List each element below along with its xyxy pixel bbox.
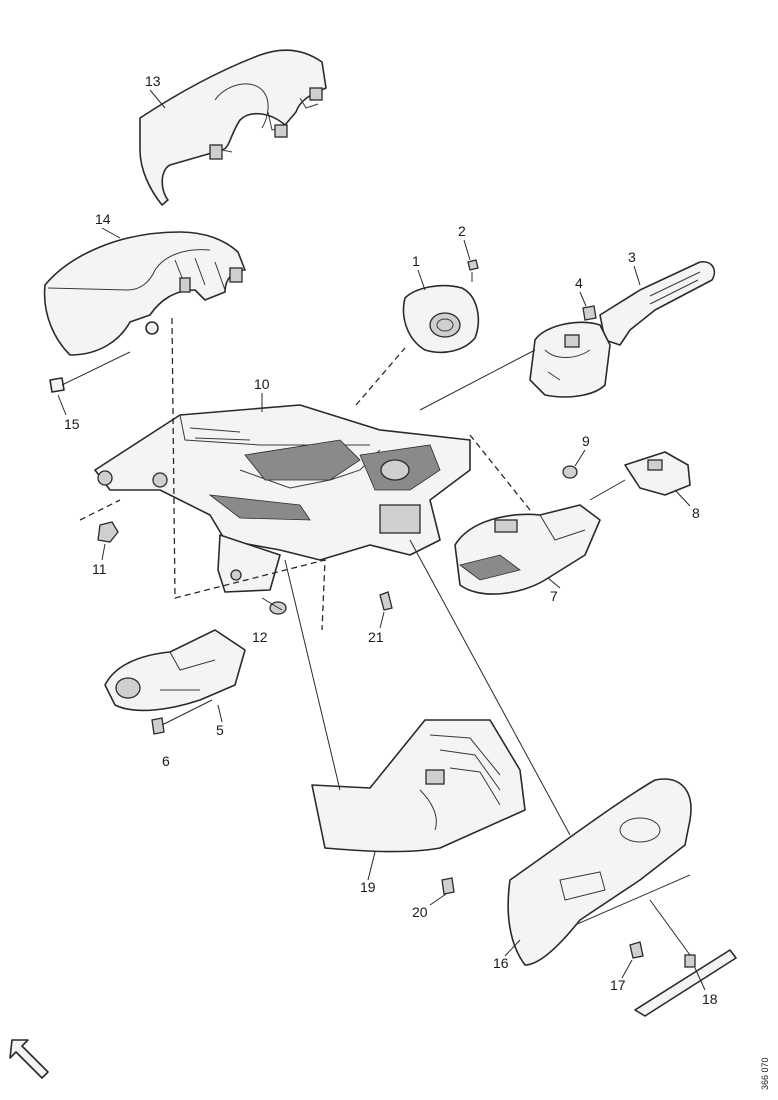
screw-part-15 bbox=[49, 351, 131, 393]
callout-17: 17 bbox=[610, 977, 626, 993]
callout-11: 11 bbox=[92, 561, 107, 577]
callout-8: 8 bbox=[692, 505, 700, 521]
leader-lines bbox=[284, 272, 691, 956]
callout-1: 1 bbox=[412, 253, 420, 269]
callout-16: 16 bbox=[493, 955, 509, 971]
screw-part-17 bbox=[629, 941, 644, 959]
callout-18: 18 bbox=[702, 991, 718, 1007]
callout-15: 15 bbox=[64, 416, 80, 432]
screw-part-4 bbox=[582, 305, 597, 321]
callout-10: 10 bbox=[254, 376, 270, 392]
callout-4: 4 bbox=[575, 275, 583, 291]
trim-strip-part-18 bbox=[634, 949, 737, 1017]
wiper-switch-body bbox=[419, 321, 611, 411]
callout-labels: 1 2 3 4 5 6 7 8 9 10 11 12 13 14 15 16 1… bbox=[64, 73, 718, 1007]
lower-shroud-part-19 bbox=[311, 719, 526, 853]
reference-code: 366 070 bbox=[760, 1057, 770, 1090]
screw-part-2 bbox=[467, 259, 479, 271]
bolt-part-21 bbox=[379, 591, 393, 611]
callout-9: 9 bbox=[582, 433, 590, 449]
callout-5: 5 bbox=[216, 722, 224, 738]
upper-cover-part-14 bbox=[43, 231, 246, 356]
nut-part-11 bbox=[97, 521, 119, 543]
upper-shroud-part-13 bbox=[139, 49, 327, 206]
callout-12: 12 bbox=[252, 629, 268, 645]
nut-part-9 bbox=[562, 465, 578, 479]
callout-19: 19 bbox=[360, 879, 376, 895]
callout-20: 20 bbox=[412, 904, 428, 920]
callout-3: 3 bbox=[628, 249, 636, 265]
callout-14: 14 bbox=[95, 211, 111, 227]
lower-cover-part-16 bbox=[507, 778, 692, 966]
screw-part-6 bbox=[151, 699, 213, 735]
callout-13: 13 bbox=[145, 73, 161, 89]
clock-spring-part-1 bbox=[402, 284, 479, 354]
bolt-part-12 bbox=[261, 597, 287, 615]
screw-part-20 bbox=[441, 877, 455, 895]
steering-column-housing-part-10 bbox=[94, 404, 471, 593]
callout-leaders bbox=[57, 89, 706, 991]
callout-21: 21 bbox=[368, 629, 384, 645]
wiper-stalk-part-3 bbox=[599, 260, 716, 346]
callout-6: 6 bbox=[162, 753, 170, 769]
callout-2: 2 bbox=[458, 223, 466, 239]
connector-part-8 bbox=[589, 451, 691, 501]
forward-direction-arrow-icon bbox=[9, 1039, 49, 1079]
callout-7: 7 bbox=[550, 588, 558, 604]
ignition-switch-part-7 bbox=[454, 504, 601, 595]
steering-lock-part-5 bbox=[104, 629, 246, 712]
